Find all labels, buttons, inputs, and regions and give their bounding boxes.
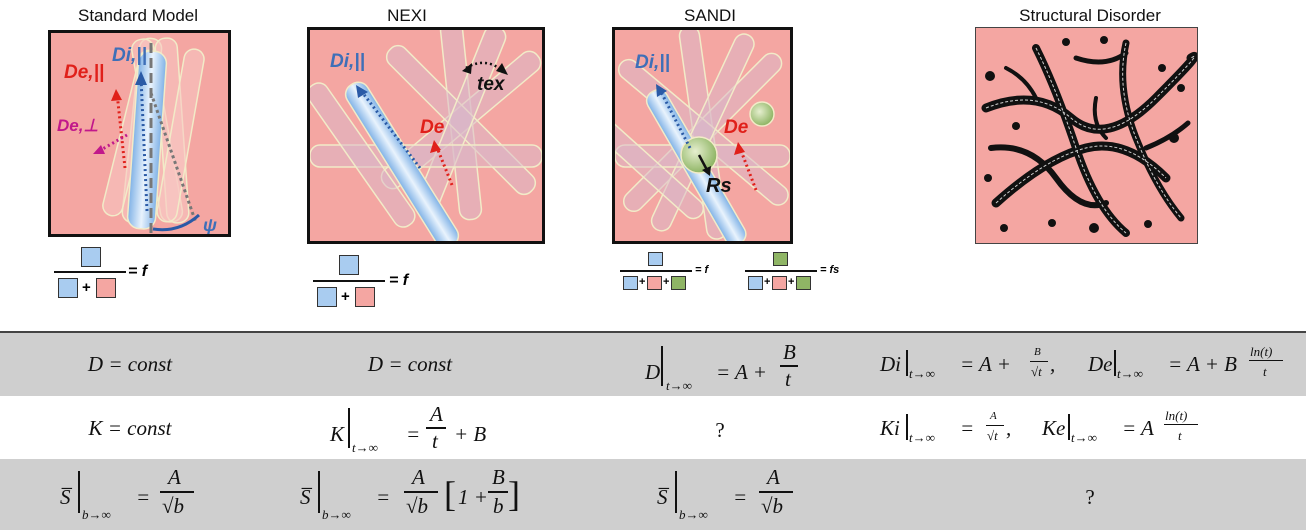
fraction-bar (54, 271, 126, 273)
plus-sign: + (663, 276, 670, 288)
table-row-1 (0, 333, 1306, 396)
extra-square (647, 276, 662, 290)
row2-structural-disorder: Ki t→∞ = A √t , Ke t→∞ = A ln(t) t (880, 404, 1300, 460)
soma-square (773, 252, 788, 266)
extra-square (772, 276, 787, 290)
label-d-i-parallel: Di,|| (635, 52, 670, 73)
standard-model-fraction: + = f (54, 247, 174, 305)
label-d-e: De (724, 117, 749, 138)
equals-f: = f (695, 264, 709, 276)
nexi-fibers (310, 30, 542, 241)
fraction-bar (745, 270, 817, 272)
nexi-panel: Di,|| tex De (307, 27, 545, 244)
label-d-i-parallel: Di,|| (112, 45, 147, 66)
table-top-rule (0, 331, 1306, 333)
extra-square (96, 278, 116, 298)
label-t-ex: tex (477, 74, 505, 95)
plus-sign: + (788, 276, 795, 288)
structural-disorder-panel (975, 27, 1198, 244)
label-r-s: Rs (706, 175, 732, 197)
title-sandi: SANDI (684, 6, 736, 25)
plus-sign: + (341, 288, 350, 305)
row1-nexi: D = const (367, 352, 453, 376)
intra-square (648, 252, 663, 266)
extra-square (355, 287, 375, 307)
sandi-fraction-f: + + = f (620, 252, 720, 292)
sandi-fibers (615, 30, 790, 241)
standard-model-fibers (93, 37, 205, 233)
intra-square (623, 276, 638, 290)
standard-model-panel: Di,|| De,|| De,⊥ ψ (48, 30, 231, 237)
table-row-3 (0, 459, 1306, 530)
intra-square (58, 278, 78, 298)
plus-sign: + (639, 276, 646, 288)
row3-standard-model: S̅ b→∞ = A √b (60, 463, 260, 525)
fraction-bar (313, 280, 385, 282)
title-nexi: NEXI (387, 6, 427, 25)
label-d-i-parallel: Di,|| (330, 51, 365, 72)
row3-sandi: S̅ b→∞ = A √b (657, 463, 857, 525)
equals-f: = f (389, 272, 409, 289)
intra-square (748, 276, 763, 290)
row3-nexi: S̅ b→∞ = A √b [ 1 + B b ] (300, 465, 520, 522)
intra-square (81, 247, 101, 267)
intra-square (339, 255, 359, 275)
row1-sandi: D t→∞ = A + B t (620, 340, 820, 396)
row3-structural-disorder: ? (1085, 485, 1095, 509)
row1-structural-disorder: Di t→∞ = A + B √t , De t→∞ = A + B ln(t)… (880, 340, 1300, 396)
intra-square (317, 287, 337, 307)
disordered-structure-image (981, 36, 1197, 237)
equals-f: = f (128, 263, 148, 280)
row2-sandi: ? (715, 418, 725, 442)
equals-fs: = fs (820, 264, 840, 276)
label-d-e: De (420, 117, 445, 138)
soma-square (796, 276, 811, 290)
title-structural-disorder: Structural Disorder (1019, 6, 1161, 25)
sandi-panel: Di,|| De Rs (612, 27, 793, 244)
row1-standard-model: D = const (87, 352, 173, 376)
label-d-e-perpendicular: De,⊥ (57, 116, 99, 135)
fraction-bar (620, 270, 692, 272)
title-standard-model: Standard Model (77, 6, 199, 25)
plus-sign: + (764, 276, 771, 288)
row2-nexi: K t→∞ = A t + B (330, 402, 487, 455)
label-d-e-parallel: De,|| (64, 62, 105, 83)
plus-sign: + (82, 279, 91, 296)
soma-square (671, 276, 686, 290)
sandi-fraction-fs: + + = fs (745, 252, 855, 292)
row2-standard-model: K = const (88, 416, 172, 440)
label-psi: ψ (203, 215, 217, 235)
nexi-fraction: + = f (313, 255, 433, 313)
